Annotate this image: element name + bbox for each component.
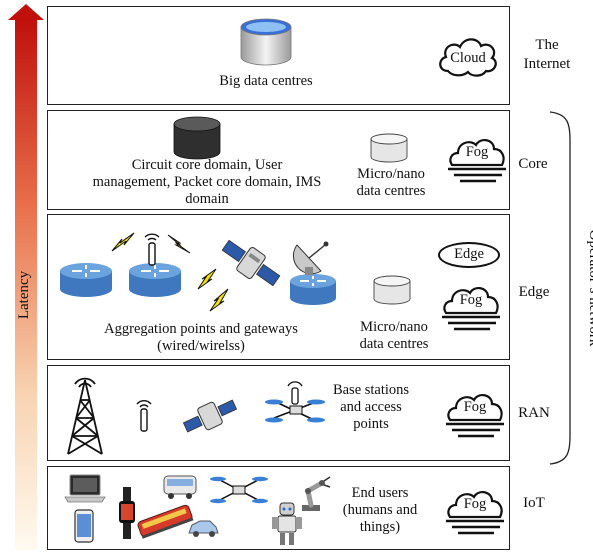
base-stations-line1: Base stations: [332, 382, 410, 398]
side-label-edge: Edge: [518, 284, 550, 300]
drone-icon: [262, 376, 328, 440]
operator-network-bracket: [548, 110, 574, 466]
core-dc-line1: Micro/nano: [357, 166, 425, 182]
side-label-iot: IoT: [523, 495, 545, 511]
robot-arm-icon: [298, 475, 334, 513]
fog-icon: [444, 386, 506, 438]
base-stations-label: Base stations and access points: [316, 382, 426, 433]
base-stations-line3: points: [353, 416, 389, 432]
fog-icon: [446, 131, 508, 183]
fog-icon: [444, 483, 506, 535]
satellite-icon: [182, 392, 238, 440]
lightning-icon: [196, 267, 218, 291]
database-icon: [370, 133, 408, 163]
end-users-line3: things): [359, 519, 401, 535]
database-icon: [373, 275, 411, 305]
satellite-dish-icon: [291, 237, 335, 277]
latency-label-text: Latency: [16, 270, 32, 320]
latency-arrow-graphic: [8, 4, 44, 550]
fog-label: Fog: [463, 399, 487, 415]
router-icon: [127, 261, 183, 301]
core-domains-label: Circuit core domain, User management, Pa…: [56, 157, 358, 208]
big-data-centres-label: Big data centres: [219, 73, 313, 89]
core-dc-line2: data centres: [356, 183, 426, 199]
latency-label: Latency: [16, 269, 36, 321]
car-icon: [186, 517, 220, 541]
robot-icon: [270, 501, 304, 547]
core-data-centres-label: Micro/nano data centres: [344, 166, 438, 200]
side-label-internet-line1: The: [535, 37, 559, 53]
cloud-icon: [436, 33, 500, 81]
latency-arrow: [6, 0, 46, 554]
aggregation-line2: (wired/wirelss): [157, 338, 245, 354]
train-icon: [136, 501, 194, 541]
layer-ran: Base stations and access points Fog: [47, 365, 510, 461]
lightning-icon: [166, 233, 192, 255]
aggregation-label: Aggregation points and gateways (wired/w…: [78, 321, 324, 355]
operator-network-label-text: Operator’s network: [586, 229, 593, 347]
smartwatch-icon: [118, 487, 136, 539]
aggregation-line1: Aggregation points and gateways: [104, 321, 298, 337]
satellite-icon: [218, 235, 284, 291]
fog-label: Fog: [465, 144, 489, 160]
side-label-internet: The Internet: [514, 36, 580, 74]
bus-icon: [162, 473, 198, 501]
layer-edge: Aggregation points and gateways (wired/w…: [47, 214, 510, 360]
router-icon: [288, 273, 338, 309]
edge-ellipse-label: Edge: [454, 246, 484, 262]
side-label-core: Core: [518, 156, 548, 172]
end-users-label: End users (humans and things): [330, 485, 430, 536]
layer-internet: Big data centres Cloud: [47, 6, 510, 105]
drone-icon: [210, 473, 268, 507]
laptop-icon: [64, 473, 106, 505]
antenna-icon: [134, 398, 154, 434]
lightning-icon: [110, 231, 136, 253]
end-users-line2: (humans and: [342, 502, 418, 518]
fog-icon: [440, 279, 502, 331]
edge-dc-line2: data centres: [359, 336, 429, 352]
fog-label: Fog: [463, 496, 487, 512]
database-icon: [172, 116, 222, 160]
core-domains-line1: Circuit core domain, User: [131, 157, 283, 173]
lightning-icon: [208, 287, 230, 313]
edge-ellipse: [438, 242, 500, 268]
edge-dc-line1: Micro/nano: [360, 319, 428, 335]
antenna-icon: [141, 231, 163, 267]
layer-iot: End users (humans and things) Fog: [47, 466, 510, 550]
side-label-internet-line2: Internet: [523, 56, 571, 72]
end-users-line1: End users: [351, 485, 409, 501]
base-stations-line2: and access: [340, 399, 402, 415]
operator-network-label: Operator’s network: [582, 218, 593, 358]
fog-label: Fog: [459, 292, 483, 308]
router-icon: [58, 261, 114, 301]
cloud-label: Cloud: [450, 50, 486, 66]
core-domains-line2: management, Packet core domain, IMS: [92, 174, 322, 190]
core-domains-line3: domain: [185, 191, 229, 207]
cell-tower-icon: [62, 374, 108, 456]
smartphone-icon: [74, 509, 94, 543]
side-label-ran: RAN: [518, 405, 550, 421]
layer-core: Circuit core domain, User management, Pa…: [47, 110, 510, 210]
edge-data-centres-label: Micro/nano data centres: [344, 319, 444, 353]
database-icon: [239, 17, 293, 67]
